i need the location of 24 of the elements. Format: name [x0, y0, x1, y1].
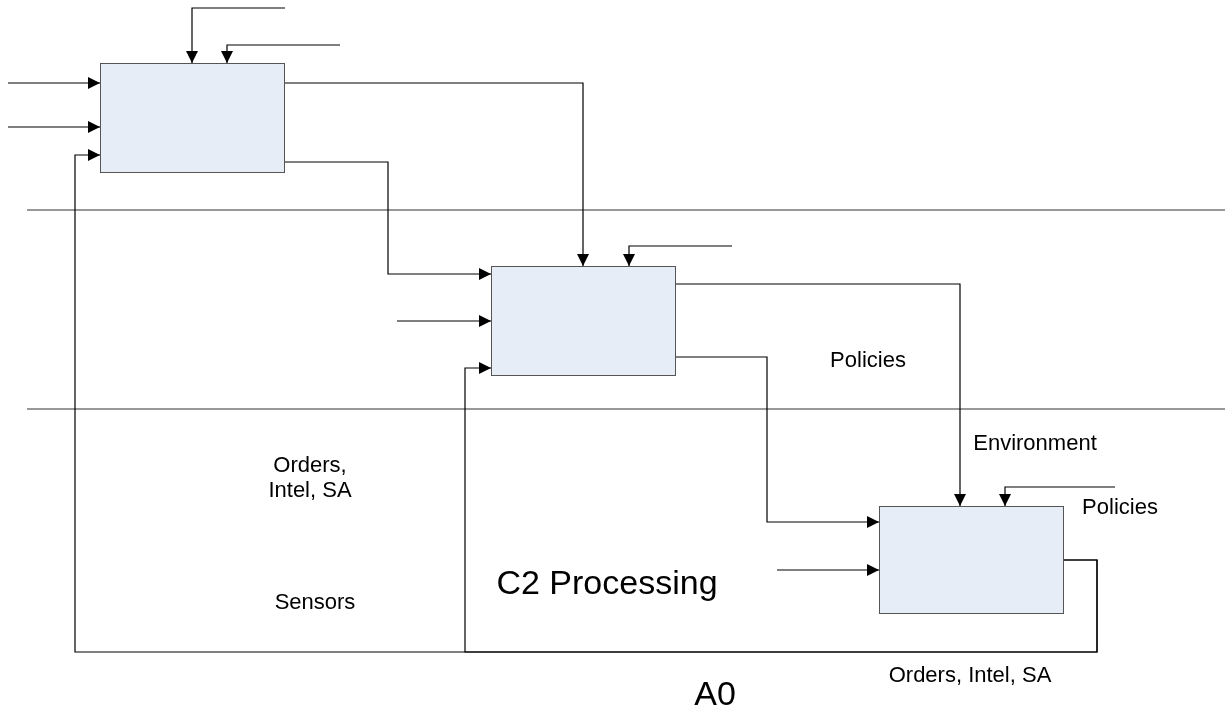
arrow [7, 77, 101, 89]
arrow [623, 245, 733, 267]
arrow [675, 356, 880, 528]
flow-label: Policies [1081, 494, 1159, 520]
flow-label: Orders, Intel, SA [267, 452, 353, 503]
flow-label: Environment [972, 430, 1098, 456]
arrow [284, 82, 589, 267]
arrow [186, 7, 286, 64]
flow-label: Orders, Intel, SA [887, 662, 1053, 688]
arrow [999, 486, 1116, 507]
process-box [879, 506, 1064, 614]
arrow [284, 161, 492, 280]
arrow [776, 564, 880, 576]
process-box [100, 63, 285, 173]
arrow [221, 44, 341, 64]
flow-label: Policies [829, 347, 907, 373]
diagram-title: C2 Processing [495, 563, 719, 603]
arrow [675, 283, 966, 507]
process-box [491, 266, 676, 376]
arrow [464, 362, 1098, 653]
arrow [396, 315, 492, 327]
arrow [7, 121, 101, 133]
node-number: A0 [693, 674, 737, 714]
flow-label: Sensors [273, 589, 357, 615]
